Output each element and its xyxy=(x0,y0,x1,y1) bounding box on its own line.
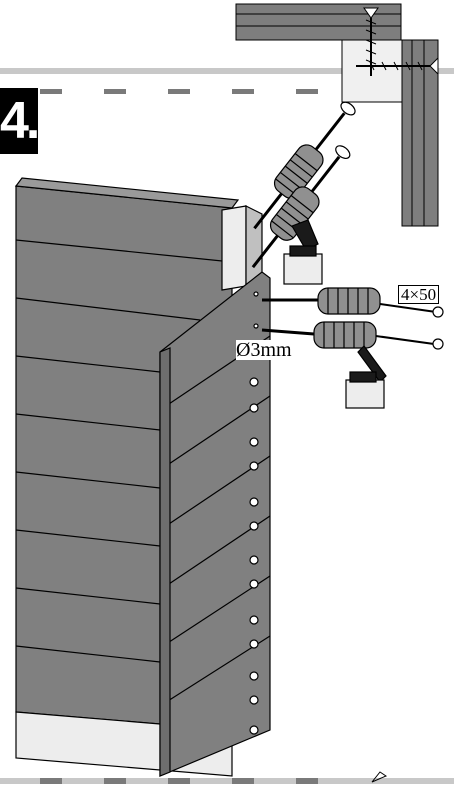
drill-icon-lower xyxy=(261,287,444,409)
drill-bit-label: Ø3mm xyxy=(236,339,292,361)
screw-size-label: 4×50 xyxy=(398,285,440,304)
separator-bar-bottom xyxy=(0,771,454,784)
drill-icon xyxy=(251,101,356,285)
separator-bar-top xyxy=(0,68,454,94)
joint-detail xyxy=(235,3,439,227)
corner-post xyxy=(221,205,263,291)
side-wall xyxy=(159,271,271,777)
step-number: 4.2 xyxy=(0,88,38,154)
